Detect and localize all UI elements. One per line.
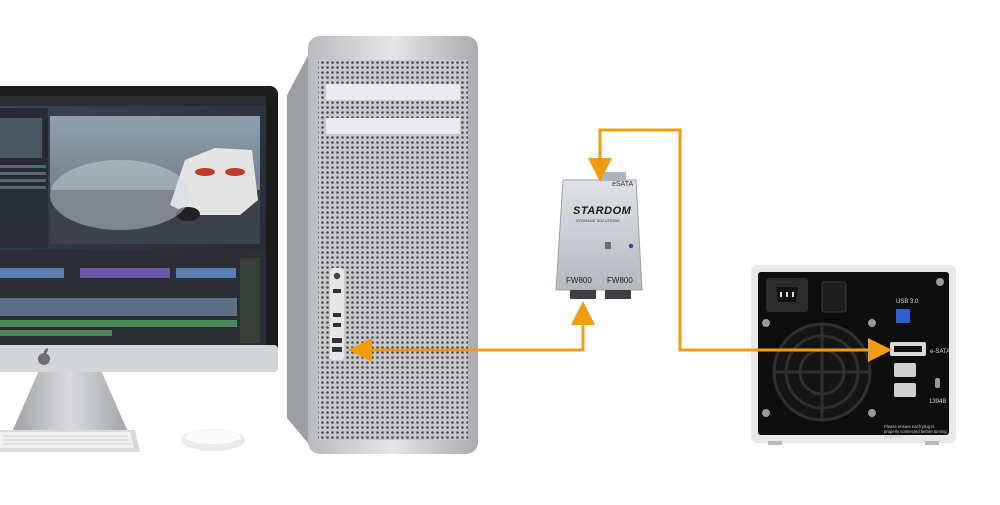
screw-icon <box>868 409 876 417</box>
adapter-brand-tagline: STORAGE SOLUTIONS <box>576 218 620 223</box>
usb-port-icon <box>333 289 341 293</box>
tower-side <box>287 48 312 448</box>
lock-slot-icon <box>935 378 940 388</box>
firewire-port-icon <box>332 338 342 343</box>
adapter-fw800-right-label: FW800 <box>607 276 633 285</box>
app-list-row <box>0 172 46 175</box>
connection-arrows <box>348 128 892 362</box>
power-symbol-icon <box>605 242 611 249</box>
tower-grille <box>318 60 468 440</box>
app-menubar <box>0 96 266 106</box>
firewire-port-icon <box>332 347 342 352</box>
fw800-port-left-icon <box>570 290 596 299</box>
app-list-row <box>0 165 46 168</box>
led-indicator-icon <box>628 243 634 249</box>
monitor <box>0 86 278 432</box>
adapter-body <box>555 179 643 291</box>
viewer-wheel <box>176 207 200 221</box>
optical-drive-slot <box>326 84 460 100</box>
enclosure-foot <box>768 441 782 445</box>
enclosure-notice-text: Please ensure each plug is properly conn… <box>884 424 947 439</box>
timeline-audio-track <box>0 320 237 327</box>
screw-icon <box>868 319 876 327</box>
power-button-icon <box>333 272 341 280</box>
fan-grille-icon <box>772 322 872 422</box>
viewer-car-light <box>225 168 245 176</box>
app-list-row <box>0 179 46 182</box>
arrow-enclosure-to-adapter <box>588 128 880 352</box>
screw-icon <box>762 319 770 327</box>
adapter-brand-logo: STARDOM <box>573 205 632 217</box>
timeline-clip <box>176 268 236 278</box>
keyboard <box>0 430 140 452</box>
usb-port-icon <box>333 313 341 317</box>
app-list-row <box>0 186 46 189</box>
adapter-esata-label: eSATA <box>612 181 634 188</box>
app-timeline <box>0 250 266 345</box>
viewer-car <box>170 148 258 215</box>
adapter-fw800-left-label: FW800 <box>566 276 592 285</box>
enclosure-firewire-label: 1394B <box>929 399 947 405</box>
usb-port-icon <box>896 309 910 323</box>
mouse <box>181 429 245 451</box>
app-thumbnail <box>0 118 42 158</box>
adapter-device <box>555 172 643 299</box>
fw800-port-right-icon <box>605 290 631 299</box>
timeline-clip <box>80 268 170 278</box>
timeline-video-track <box>0 298 237 316</box>
apple-logo-icon <box>38 348 50 365</box>
esata-port-icon <box>600 172 626 181</box>
screw-icon <box>762 409 770 417</box>
firewire-port-icon <box>894 363 916 377</box>
screw-icon <box>936 278 944 286</box>
optical-drive-slot <box>326 118 460 134</box>
firewire-port-icon <box>894 383 916 397</box>
mac-pro-tower <box>287 36 478 454</box>
power-switch-icon <box>821 281 847 313</box>
enclosure-foot <box>925 441 939 445</box>
timeline-clip <box>0 268 64 278</box>
usb-port-icon <box>333 323 341 327</box>
monitor-chin <box>0 345 278 372</box>
enclosure-esata-label: e-SATA <box>930 349 951 355</box>
viewer-spray <box>50 160 190 230</box>
viewer-car-light <box>195 168 215 176</box>
monitor-stand <box>12 368 128 432</box>
timeline-meters <box>240 258 260 343</box>
storage-enclosure <box>751 265 956 445</box>
enclosure-usb-label: USB 3.0 <box>896 299 919 305</box>
timeline-audio-track <box>0 330 112 336</box>
